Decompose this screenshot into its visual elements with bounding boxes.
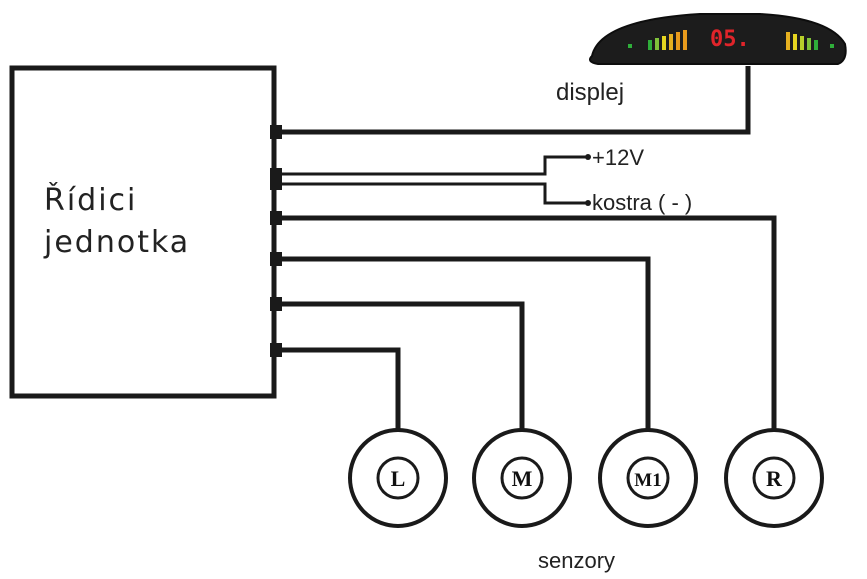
control-unit-line2: jednotka bbox=[43, 225, 190, 260]
display-housing bbox=[589, 13, 847, 65]
sensor-l-label: L bbox=[391, 466, 406, 491]
control-unit-box bbox=[9, 65, 277, 399]
sensor-m1: M1 bbox=[598, 428, 698, 528]
sensor-m: M bbox=[472, 428, 572, 528]
display-digits: 05. bbox=[710, 27, 750, 52]
wire-sensor-l bbox=[282, 347, 401, 430]
connector-pins bbox=[270, 125, 282, 357]
power-12v-label: +12V bbox=[592, 145, 644, 170]
sensor-r-label: R bbox=[766, 466, 783, 491]
sensor-l: L bbox=[348, 428, 448, 528]
sensor-m-label: M bbox=[512, 466, 533, 491]
display-left-bars bbox=[628, 30, 687, 50]
sensor-r: R bbox=[724, 428, 824, 528]
display-label: displej bbox=[556, 79, 624, 106]
wire-sensor-m1 bbox=[282, 256, 651, 430]
wire-sensor-r bbox=[282, 215, 777, 430]
power-ground-label: kostra ( - ) bbox=[592, 190, 692, 215]
sensors-caption: senzory bbox=[538, 548, 615, 573]
control-unit-line1: Řídici bbox=[44, 182, 137, 218]
wire-ground bbox=[282, 182, 588, 205]
wire-sensor-m bbox=[282, 301, 525, 430]
sensor-m1-label: M1 bbox=[634, 470, 661, 491]
wire-12v bbox=[282, 155, 588, 176]
display-right-bars bbox=[786, 32, 834, 50]
wire-display bbox=[282, 66, 751, 135]
display-unit: 05. bbox=[589, 13, 847, 65]
